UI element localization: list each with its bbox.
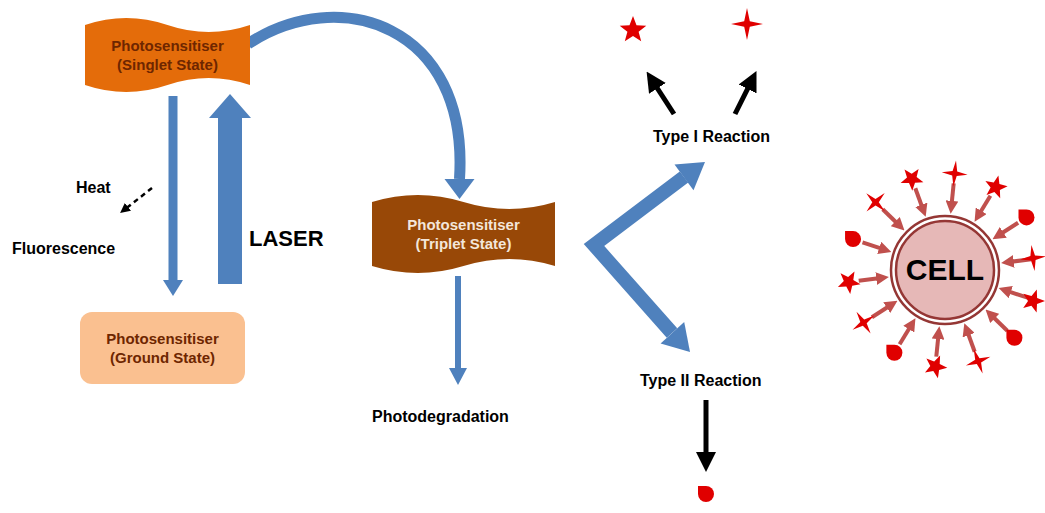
singlet-oxygen-drop: [886, 345, 902, 361]
node-shape: [80, 312, 245, 384]
type1-label: Type I Reaction: [653, 128, 770, 146]
radical-star: [853, 312, 875, 334]
photodegradation-label: Photodegradation: [372, 408, 509, 426]
arrow-head: [661, 322, 690, 352]
radical-star: [1020, 245, 1045, 271]
node-text: CELL: [902, 253, 988, 287]
radical-star: [985, 176, 1007, 199]
attack-arrow: [883, 209, 900, 226]
attack-arrow: [978, 196, 991, 217]
singlet-oxygen-drop: [698, 486, 714, 502]
radical-star: [866, 193, 885, 212]
fluorescence-label: Fluorescence: [12, 240, 115, 258]
attack-arrow: [951, 183, 953, 207]
singlet-oxygen-drop: [1018, 209, 1034, 225]
ground-state-box: Photosensitiser (Ground State): [80, 312, 245, 384]
heat-label: Heat: [76, 179, 111, 197]
attack-arrow: [1005, 290, 1028, 298]
radical-star: [901, 169, 924, 191]
node-shape: [372, 195, 555, 273]
cell-circle: CELL: [890, 215, 1000, 325]
reaction-chevron: [594, 177, 684, 333]
attack-arrow: [872, 304, 892, 317]
attack-arrow: [863, 242, 886, 250]
edge-label: LASER: [247, 226, 326, 252]
attack-arrow: [936, 333, 938, 357]
type1-arrow: [652, 80, 674, 114]
singlet-oxygen-drop: [845, 231, 861, 247]
transition-arrow: [248, 17, 475, 199]
transition-arrow: [163, 96, 183, 296]
arrow-head: [675, 162, 706, 190]
radical-star: [925, 356, 947, 379]
node-text: Photosensitiser (Ground State): [80, 329, 245, 367]
radical-star: [942, 161, 968, 187]
attack-arrow: [915, 188, 923, 211]
node-text: Photosensitiser (Singlet State): [85, 36, 250, 74]
attack-arrow: [900, 324, 913, 345]
type2-label: Type II Reaction: [640, 372, 762, 390]
node-text: Photosensitiser (Triplet State): [372, 215, 555, 253]
photodegradation-arrow: [449, 276, 467, 385]
radical-star: [1023, 290, 1045, 313]
radical-star: [731, 8, 763, 40]
attack-arrow: [998, 223, 1018, 236]
attack-arrow: [859, 278, 883, 281]
transition-arrow: [209, 94, 251, 284]
radical-star: [838, 272, 861, 294]
attack-arrow: [967, 329, 975, 352]
singlet-state-banner: Photosensitiser (Singlet State): [85, 18, 250, 92]
node-shape: [85, 18, 250, 92]
type1-arrow: [735, 80, 752, 114]
radical-star: [620, 16, 647, 41]
triplet-state-banner: Photosensitiser (Triplet State): [372, 195, 555, 273]
singlet-oxygen-drop: [1006, 330, 1022, 346]
attack-arrow: [990, 314, 1007, 331]
heat-arrow: [124, 188, 152, 210]
type2-arrow: [704, 400, 709, 462]
radical-star: [966, 349, 991, 374]
